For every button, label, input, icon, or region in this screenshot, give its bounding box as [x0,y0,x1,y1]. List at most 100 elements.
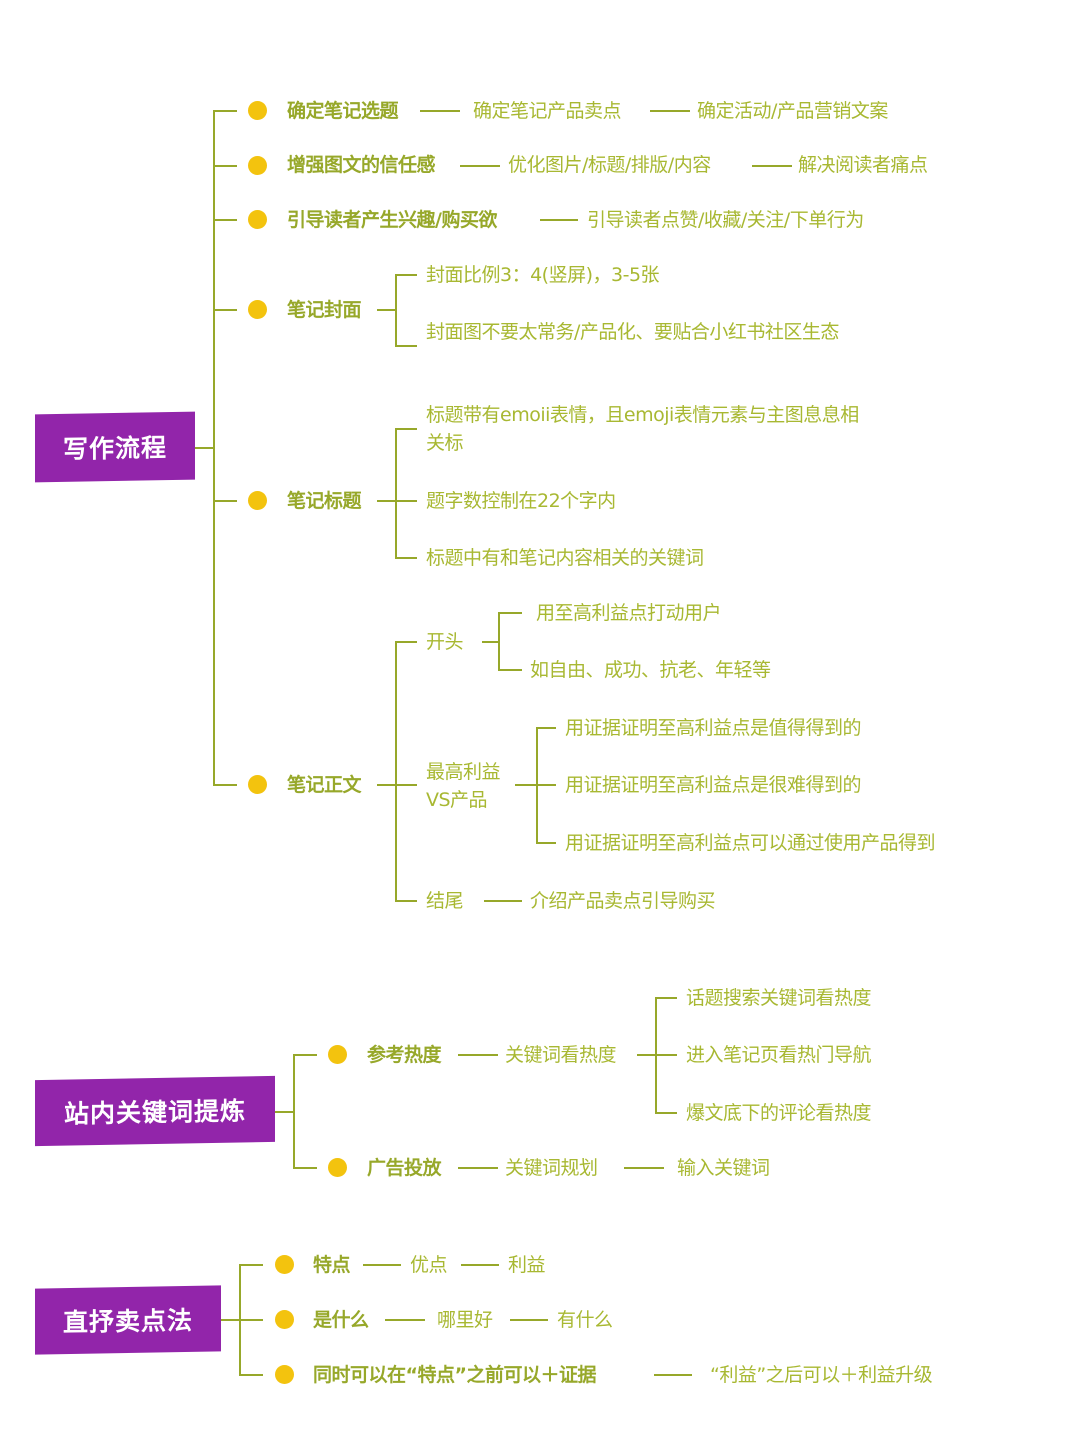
connector [377,784,396,786]
node-keyword-plan: 关键词规划 [505,1157,598,1179]
node-benefit-upgrade: “利益”之后可以＋利益升级 [710,1364,933,1386]
connector [395,345,417,347]
bullet-dot [275,1365,294,1384]
connector [239,1319,263,1321]
connector [213,165,237,167]
connector [655,1054,677,1056]
connector [515,784,537,786]
connector [461,1264,499,1266]
benefit-item: 用证据证明至高利益点是很难得到的 [565,774,862,796]
connector [510,1319,548,1321]
root-node-writing-process: 写作流程 [35,411,195,483]
connector [498,669,522,671]
connector [654,1374,692,1376]
cover-item: 封面比例3：4(竖屏)，3-5张 [426,264,660,286]
branch-title: 笔记标题 [287,490,362,512]
root-node-keyword-extraction: 站内关键词提炼 [35,1075,275,1147]
connector [377,309,396,311]
benefit-item: 用证据证明至高利益点可以通过使用产品得到 [565,832,936,854]
connector [655,1112,677,1114]
connector [482,641,499,643]
connector [540,219,578,221]
branch-body: 笔记正文 [287,774,362,796]
heat-item: 爆文底下的评论看热度 [686,1102,872,1124]
connector [377,500,396,502]
branch-reference-heat: 参考热度 [367,1044,442,1066]
connector [213,110,237,112]
connector [363,1264,401,1266]
title-item: 标题带有emoii表情，且emoji表情元素与主图息息相关标 [426,404,859,454]
connector [395,641,397,901]
connector [195,447,214,449]
connector [385,1319,425,1321]
connector [239,1374,263,1376]
title-item: 题字数控制在22个字内 [426,490,616,512]
connector [395,784,417,786]
bullet-dot [275,1255,294,1274]
branch-trust: 增强图文的信任感 [287,154,436,176]
branch-feature: 特点 [313,1254,351,1276]
connector [395,500,417,502]
connector [293,1054,317,1056]
bullet-dot [275,1310,294,1329]
node-selling-point: 确定笔记产品卖点 [473,100,622,122]
connector [536,727,556,729]
heat-item: 进入笔记页看热门导航 [686,1044,872,1066]
node-keyword-heat: 关键词看热度 [505,1044,617,1066]
connector [637,1054,656,1056]
connector [395,557,417,559]
opening-item: 如自由、成功、抗老、年轻等 [530,659,771,681]
connector [420,110,460,112]
root-node-direct-selling: 直抒卖点法 [35,1285,221,1355]
bullet-dot [328,1158,347,1177]
connector [624,1167,664,1169]
body-ending: 结尾 [426,890,464,912]
node-pain-points: 解决阅读者痛点 [798,154,928,176]
connector [655,997,677,999]
node-benefit: 利益 [508,1254,546,1276]
bullet-dot [328,1045,347,1064]
node-optimize: 优化图片/标题/排版/内容 [508,154,711,176]
cover-item: 封面图不要太常务/产品化、要贴合小红书社区生态 [426,321,839,343]
connector [395,641,417,643]
connector [213,110,215,786]
node-where-good: 哪里好 [437,1309,493,1331]
node-guide-actions: 引导读者点赞/收藏/关注/下单行为 [587,209,864,231]
connector [458,1167,498,1169]
body-benefit-vs-product: 最高利益VS产品 [426,761,501,811]
connector [213,219,237,221]
bullet-dot [248,300,267,319]
ending-item: 介绍产品卖点引导购买 [530,890,716,912]
connector [293,1167,317,1169]
connector [293,1054,295,1168]
connector [395,274,397,346]
bullet-dot [248,101,267,120]
connector [275,1111,294,1113]
connector [239,1264,263,1266]
connector [650,110,690,112]
connector [536,842,556,844]
connector [498,612,500,670]
connector [395,274,417,276]
opening-item: 用至高利益点打动用户 [536,602,722,624]
branch-what: 是什么 [313,1309,369,1331]
branch-interest: 引导读者产生兴趣/购买欲 [287,209,497,231]
connector [536,784,556,786]
node-marketing-copy: 确定活动/产品营销文案 [697,100,888,122]
connector [498,612,522,614]
node-what-has: 有什么 [557,1309,613,1331]
bullet-dot [248,210,267,229]
node-input-keyword: 输入关键词 [677,1157,770,1179]
node-advantage: 优点 [410,1254,448,1276]
branch-evidence: 同时可以在“特点”之前可以＋证据 [313,1364,596,1386]
title-item: 标题中有和笔记内容相关的关键词 [426,547,704,569]
connector [752,165,792,167]
bullet-dot [248,491,267,510]
connector [213,784,237,786]
connector [213,500,237,502]
bullet-dot [248,775,267,794]
benefit-item: 用证据证明至高利益点是值得得到的 [565,717,862,739]
connector [221,1319,240,1321]
bullet-dot [248,156,267,175]
heat-item: 话题搜索关键词看热度 [686,987,872,1009]
